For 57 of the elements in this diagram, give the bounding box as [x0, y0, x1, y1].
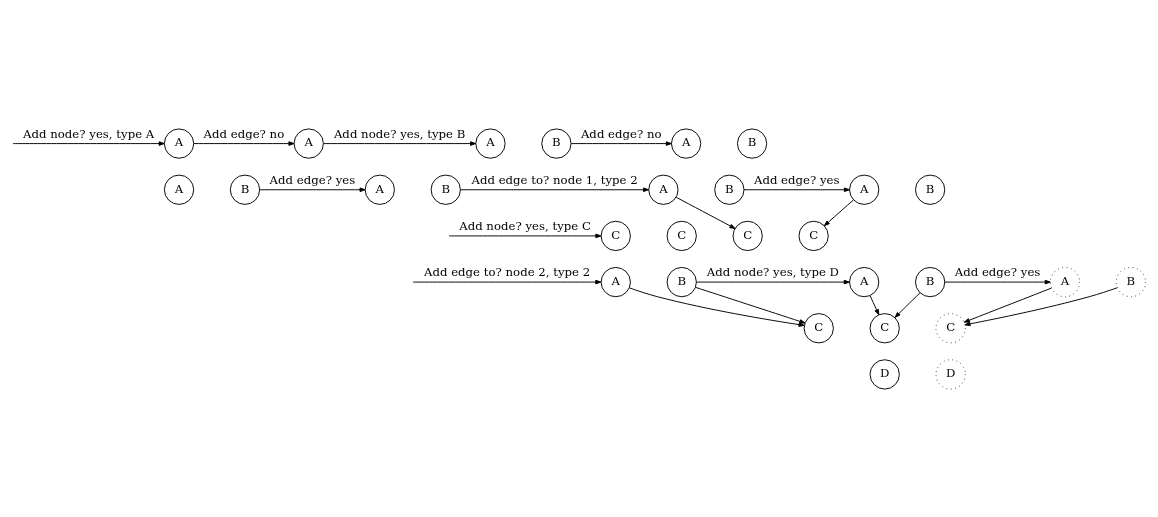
arrow: [675, 196, 736, 229]
arrow: [964, 286, 1118, 326]
arrow: [323, 140, 477, 146]
arrow: [12, 140, 165, 146]
node-circle: B: [1115, 266, 1147, 297]
node-circle: B: [714, 174, 745, 205]
arrow: [695, 286, 806, 324]
node-circle: A: [163, 127, 195, 159]
node-circle: B: [229, 174, 261, 205]
arrow: [869, 294, 880, 315]
edge-label: Add edge? yes: [269, 172, 356, 187]
arrow: [963, 287, 1052, 323]
node-circle: A: [849, 174, 880, 205]
node-circle: A: [364, 174, 395, 205]
edge-label: Add edge? no: [203, 126, 285, 141]
edge-label: Add node? yes, type D: [706, 264, 840, 279]
arrow: [570, 140, 672, 146]
edge-label: Add edge? yes: [753, 172, 840, 187]
arrow: [894, 291, 921, 318]
edge-label: Add node? yes, type C: [459, 218, 591, 233]
node-circle: B: [736, 127, 768, 159]
arrow: [460, 187, 650, 192]
node-circle: A: [163, 174, 195, 205]
arrow: [743, 187, 850, 192]
node-circle: A: [600, 266, 631, 297]
arrow: [944, 279, 1051, 284]
node-circle: D: [869, 358, 900, 390]
edge-label: Add edge to? node 1, type 2: [471, 172, 638, 187]
node-circle: D: [935, 358, 966, 390]
node-circle: A: [293, 127, 324, 159]
node-circle: A: [475, 127, 506, 159]
edge-label: Add edge to? node 2, type 2: [423, 264, 591, 279]
edge-label: Add node? yes, type A: [23, 126, 155, 141]
arrow: [412, 279, 602, 284]
node-circle: B: [430, 174, 461, 205]
node-circle: C: [935, 312, 966, 343]
node-circle: A: [648, 174, 679, 205]
node-circle: C: [803, 312, 834, 343]
node-circle: B: [915, 174, 946, 205]
node-circle: B: [541, 127, 572, 159]
node-circle: A: [1049, 266, 1081, 297]
arrow: [193, 140, 295, 146]
node-circle: C: [732, 220, 763, 251]
node-circle: C: [666, 220, 697, 251]
node-circle: A: [671, 127, 702, 159]
arrow: [696, 279, 850, 284]
node-circle: B: [915, 266, 946, 297]
edge-label: Add edge? no: [580, 126, 662, 141]
arrow: [448, 233, 602, 238]
edge-label: Add edge? yes: [954, 264, 1041, 279]
node-circle: A: [849, 266, 880, 297]
arrow: [823, 199, 854, 226]
node-circle: B: [666, 266, 697, 297]
edge-label: Add node? yes, type B: [333, 126, 466, 141]
arrow: [259, 187, 366, 192]
node-circle: C: [600, 220, 631, 251]
arrow: [628, 286, 805, 327]
